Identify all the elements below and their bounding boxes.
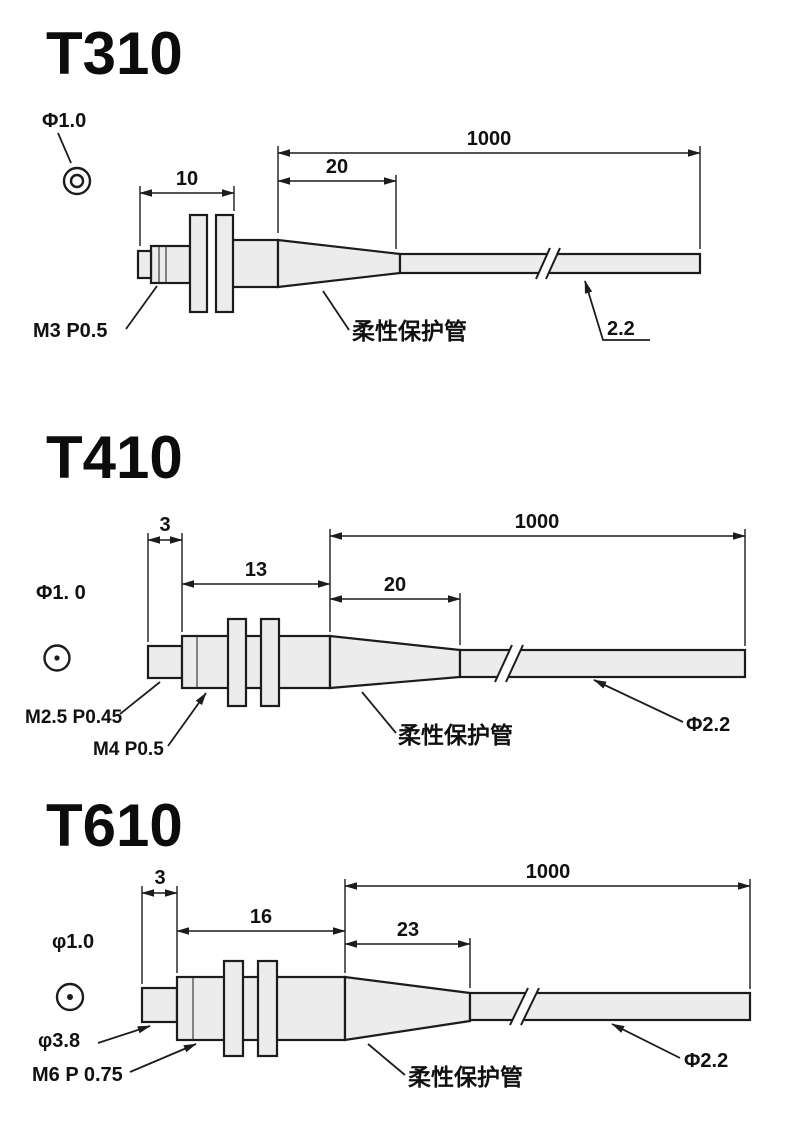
t410-hex-nut-2 <box>259 617 281 708</box>
break-line <box>535 247 551 280</box>
t610-tip-dia-label: φ3.8 <box>38 1030 80 1052</box>
t410-dim-tip: 3 <box>147 514 183 642</box>
break-gap <box>495 645 523 682</box>
t610-dim-tube-text: 23 <box>397 919 419 941</box>
t310-hex-nut-1 <box>188 213 209 314</box>
t310-dim-total-text: 1000 <box>467 128 512 150</box>
t410-body <box>180 634 332 690</box>
t410-dim-body: 13 <box>181 559 331 588</box>
t310-thread-label: M3 P0.5 <box>33 320 107 342</box>
t310-dim-tube-text: 20 <box>326 156 348 178</box>
break-line <box>509 987 529 1026</box>
leader-line <box>322 290 350 331</box>
fiber-core-dot <box>54 655 60 661</box>
t310-dim-total: 1000 <box>277 128 701 249</box>
t410-tip-thread-label: M2.5 P0.45 <box>25 707 123 728</box>
t310-threaded-barrel <box>149 244 192 285</box>
break-gap <box>536 249 560 279</box>
leader-line <box>361 691 397 734</box>
t310-section: T310 Φ1.0 1000 10 20 <box>33 20 702 344</box>
t610-dim-tip: 3 <box>141 867 178 984</box>
t610-hex-nut-1 <box>222 959 245 1058</box>
t610-dim-total: 1000 <box>344 861 751 989</box>
t610-fiber-dia-label: φ1.0 <box>52 931 94 953</box>
t410-dim-tip-text: 3 <box>159 514 170 536</box>
leader-line <box>367 1043 406 1076</box>
t310-sensor-body <box>228 238 280 289</box>
leader-arrow <box>129 1043 197 1073</box>
t410-dim-tube: 20 <box>329 574 461 645</box>
t310-cable-break <box>535 247 561 280</box>
t610-thread-label: M6 P 0.75 <box>32 1064 123 1086</box>
t610-taper <box>343 975 472 1042</box>
t310-dim-tube: 20 <box>277 156 397 249</box>
t610-dim-body: 16 <box>176 906 346 935</box>
t610-dim-tip-text: 3 <box>154 867 165 889</box>
t610-dim-tube: 23 <box>344 919 471 988</box>
t610-dim-total-text: 1000 <box>526 861 571 883</box>
t310-dim-body: 10 <box>139 168 235 246</box>
t410-cable-dia-label: Φ2.2 <box>686 714 730 736</box>
t410-cable-break <box>494 644 524 683</box>
t610-tube-label: 柔性保护管 <box>408 1064 523 1090</box>
t610-tip <box>140 986 179 1024</box>
t310-dim-body-text: 10 <box>176 168 198 190</box>
t410-thread-label: M4 P0.5 <box>93 739 164 760</box>
break-line <box>520 987 540 1026</box>
t410-taper <box>328 634 462 690</box>
t410-fiber-dia-label: Φ1. 0 <box>36 582 86 604</box>
t410-dim-body-text: 13 <box>245 559 267 581</box>
leader-arrow <box>584 280 650 341</box>
break-line <box>545 247 561 280</box>
t410-title: T410 <box>46 424 183 491</box>
t410-section: T410 3 1000 13 20 Φ1. 0 <box>25 424 747 760</box>
fiber-inner-ring <box>69 173 85 189</box>
t610-sensor-drawing <box>140 959 752 1058</box>
t310-tube-label: 柔性保护管 <box>352 318 467 344</box>
leader-line <box>57 132 72 164</box>
t610-cable-dia-label: Φ2.2 <box>684 1050 728 1072</box>
t410-sensor-drawing <box>146 617 747 708</box>
leader-line <box>125 285 158 330</box>
t310-cable-dia-label: 2.2 <box>607 318 635 340</box>
t310-taper <box>276 238 402 289</box>
t610-cable <box>468 991 752 1022</box>
t610-fiber-end-symbol <box>55 982 85 1012</box>
t610-cable-break <box>509 987 540 1026</box>
t410-dim-total: 1000 <box>329 511 746 646</box>
t610-section: T610 3 1000 16 23 φ1.0 <box>32 792 752 1090</box>
t410-tip <box>146 644 184 680</box>
t310-title: T310 <box>46 20 183 87</box>
break-line <box>494 644 513 683</box>
t310-fiber-end-symbol <box>62 166 92 196</box>
leader-arrow <box>97 1025 151 1044</box>
t610-title: T610 <box>46 792 183 859</box>
leader-line <box>119 681 161 715</box>
t310-hex-nut-2 <box>214 213 235 314</box>
break-gap <box>510 988 539 1025</box>
t310-fiber-dia-label: Φ1.0 <box>42 110 86 132</box>
leader-arrow <box>611 1023 681 1059</box>
t410-hex-nut-1 <box>226 617 248 708</box>
leader-arrow <box>593 679 684 723</box>
t410-tube-label: 柔性保护管 <box>398 722 513 748</box>
t410-dim-total-text: 1000 <box>515 511 560 533</box>
t310-sensor-cap <box>136 249 153 280</box>
fiber-core-dot <box>67 994 73 1000</box>
leader-arrow <box>167 692 207 747</box>
break-line <box>505 644 524 683</box>
t410-dim-tube-text: 20 <box>384 574 406 596</box>
t610-dim-body-text: 16 <box>250 906 272 928</box>
t410-fiber-end-symbol <box>43 644 71 672</box>
t610-hex-nut-2 <box>256 959 279 1058</box>
t310-sensor-drawing <box>136 213 702 314</box>
